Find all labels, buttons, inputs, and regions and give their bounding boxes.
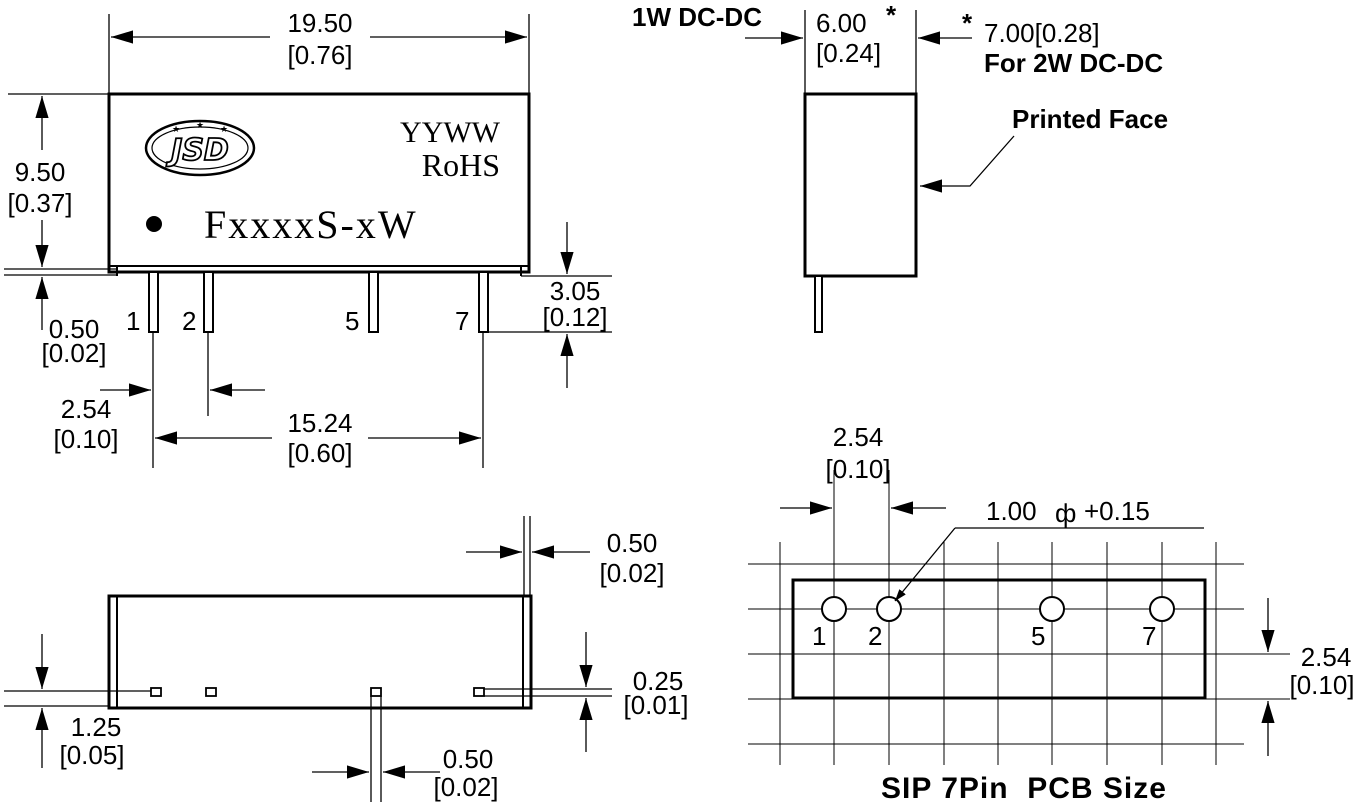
- dim-pin-gap-in: [0.02]: [433, 772, 498, 802]
- pcb-pin-label-5: 5: [1031, 621, 1045, 651]
- hole-dia-value: 1.00: [986, 496, 1037, 526]
- part-number: FxxxxS-xW: [204, 202, 418, 247]
- dim-pin-offset-in: [0.05]: [59, 740, 124, 770]
- dim-span-in: [0.60]: [287, 438, 352, 468]
- hole-dia-phi: ф: [1055, 498, 1076, 528]
- pcb-hole-2: [876, 596, 902, 622]
- asterisk-1: *: [886, 0, 897, 30]
- pin-label-2: 2: [182, 306, 196, 336]
- logo-text: JSD: [166, 133, 229, 168]
- hole-dia-tolerance: +0.15: [1084, 496, 1150, 526]
- dim-span-mm: 15.24: [287, 408, 352, 438]
- dim-pitch-mm: 2.54: [61, 394, 112, 424]
- pcb-hole-7: [1149, 596, 1175, 622]
- svg-text:★: ★: [172, 125, 180, 135]
- pcb-pin-label-7: 7: [1142, 621, 1156, 651]
- side-body: [803, 92, 918, 278]
- bottom-body: [107, 594, 533, 710]
- dim-pitch-in: [0.10]: [53, 424, 118, 454]
- pcb-pitch-mm: 2.54: [833, 422, 884, 452]
- label-2w: For 2W DC-DC: [984, 48, 1163, 78]
- asterisk-2: *: [962, 8, 973, 38]
- dim-depth-1w-in: [0.24]: [816, 38, 881, 68]
- pcb-pin-label-2: 2: [868, 621, 882, 651]
- dim-standoff-mm: 0.50: [49, 314, 100, 344]
- dim-width-mm: 19.50: [287, 8, 352, 38]
- pcb-hole-1: [821, 596, 847, 622]
- dim-pin-thickness-in: [0.01]: [623, 690, 688, 720]
- pin-2: [203, 271, 214, 333]
- pin-7: [478, 271, 489, 333]
- bottom-pin-7: [473, 687, 485, 697]
- dim-pin-thickness-mm: 0.25: [633, 666, 684, 696]
- bottom-pin-5: [370, 687, 382, 697]
- dim-height-in: [0.37]: [7, 188, 72, 218]
- date-code: YYWW: [400, 116, 501, 149]
- pin-label-7: 7: [455, 306, 469, 336]
- pin-5: [368, 271, 379, 333]
- jsd-logo: JSD ★ ★ ★: [144, 119, 256, 177]
- svg-text:★: ★: [196, 121, 204, 131]
- label-1w: 1W DC-DC: [632, 2, 762, 32]
- bottom-pin-2: [205, 687, 217, 697]
- front-view: JSD ★ ★ ★ YYWW RoHS FxxxxS-xW 1 2 5 7 19…: [4, 8, 612, 468]
- pcb-outline: [791, 578, 1207, 700]
- pin-label-1: 1: [126, 306, 140, 336]
- pcb-layout: 1 2 5 7 2.54 [0.10] 1.00 ф +0.15 2.54 [0…: [748, 422, 1355, 804]
- dim-pin-offset-mm: 1.25: [71, 712, 122, 742]
- pin1-dot: [146, 216, 162, 232]
- dim-depth-1w-mm: 6.00: [816, 8, 867, 38]
- pcb-hole-5: [1039, 596, 1065, 622]
- pin-label-5: 5: [345, 306, 359, 336]
- pcb-title: SIP 7Pin PCB Size: [881, 772, 1167, 804]
- pcb-pitch-in: [0.10]: [825, 454, 890, 484]
- rohs-mark: RoHS: [422, 147, 500, 183]
- pcb-row-pitch-mm: 2.54: [1301, 642, 1352, 672]
- bottom-view: 0.50 [0.02] 1.25 [0.05] 0.25 [0.01] 0.50…: [4, 516, 689, 802]
- side-pin: [814, 275, 823, 333]
- printed-face-label: Printed Face: [1012, 104, 1168, 134]
- pcb-pin-label-1: 1: [812, 621, 826, 651]
- svg-text:★: ★: [220, 125, 228, 135]
- dim-pin-width-mm: 0.50: [607, 528, 658, 558]
- dim-pin-gap-mm: 0.50: [443, 744, 494, 774]
- bottom-pin-1: [150, 687, 162, 697]
- dim-pin-length-mm: 3.05: [550, 276, 601, 306]
- dim-width-in: [0.76]: [287, 40, 352, 70]
- side-view: 1W DC-DC 6.00 * [0.24] * 7.00[0.28] For …: [632, 0, 1168, 333]
- dim-pin-width-in: [0.02]: [599, 558, 664, 588]
- pin-1: [148, 271, 159, 333]
- dim-pin-length-in: [0.12]: [542, 302, 607, 332]
- pcb-row-pitch-in: [0.10]: [1289, 670, 1354, 700]
- dim-standoff-in: [0.02]: [41, 338, 106, 368]
- dim-height-mm: 9.50: [15, 157, 66, 187]
- dim-depth-2w: 7.00[0.28]: [984, 18, 1100, 48]
